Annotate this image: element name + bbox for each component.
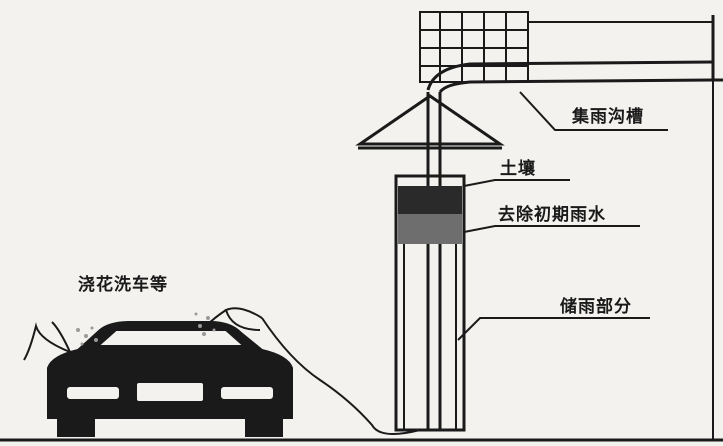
rain-gutter — [426, 60, 714, 94]
label-gutter: 集雨沟槽 — [571, 106, 644, 127]
downpipe — [426, 92, 442, 430]
car — [47, 321, 293, 437]
spray-mist — [76, 312, 216, 346]
label-storage: 储雨部分 — [560, 296, 632, 317]
soil-layer — [398, 186, 462, 214]
water-hose — [261, 317, 421, 435]
spray-right — [205, 307, 263, 331]
roof-grid-panel — [419, 11, 529, 83]
building-wall — [711, 15, 723, 82]
storage-tank — [394, 174, 466, 432]
spray-left — [23, 321, 71, 361]
label-usage: 浇花洗车等 — [78, 274, 168, 295]
first-flush-layer — [398, 214, 462, 244]
label-first-flush: 去除初期雨水 — [498, 204, 606, 225]
label-soil: 土壤 — [500, 158, 536, 179]
callout-lines — [457, 91, 668, 341]
tank-canopy — [355, 94, 505, 146]
